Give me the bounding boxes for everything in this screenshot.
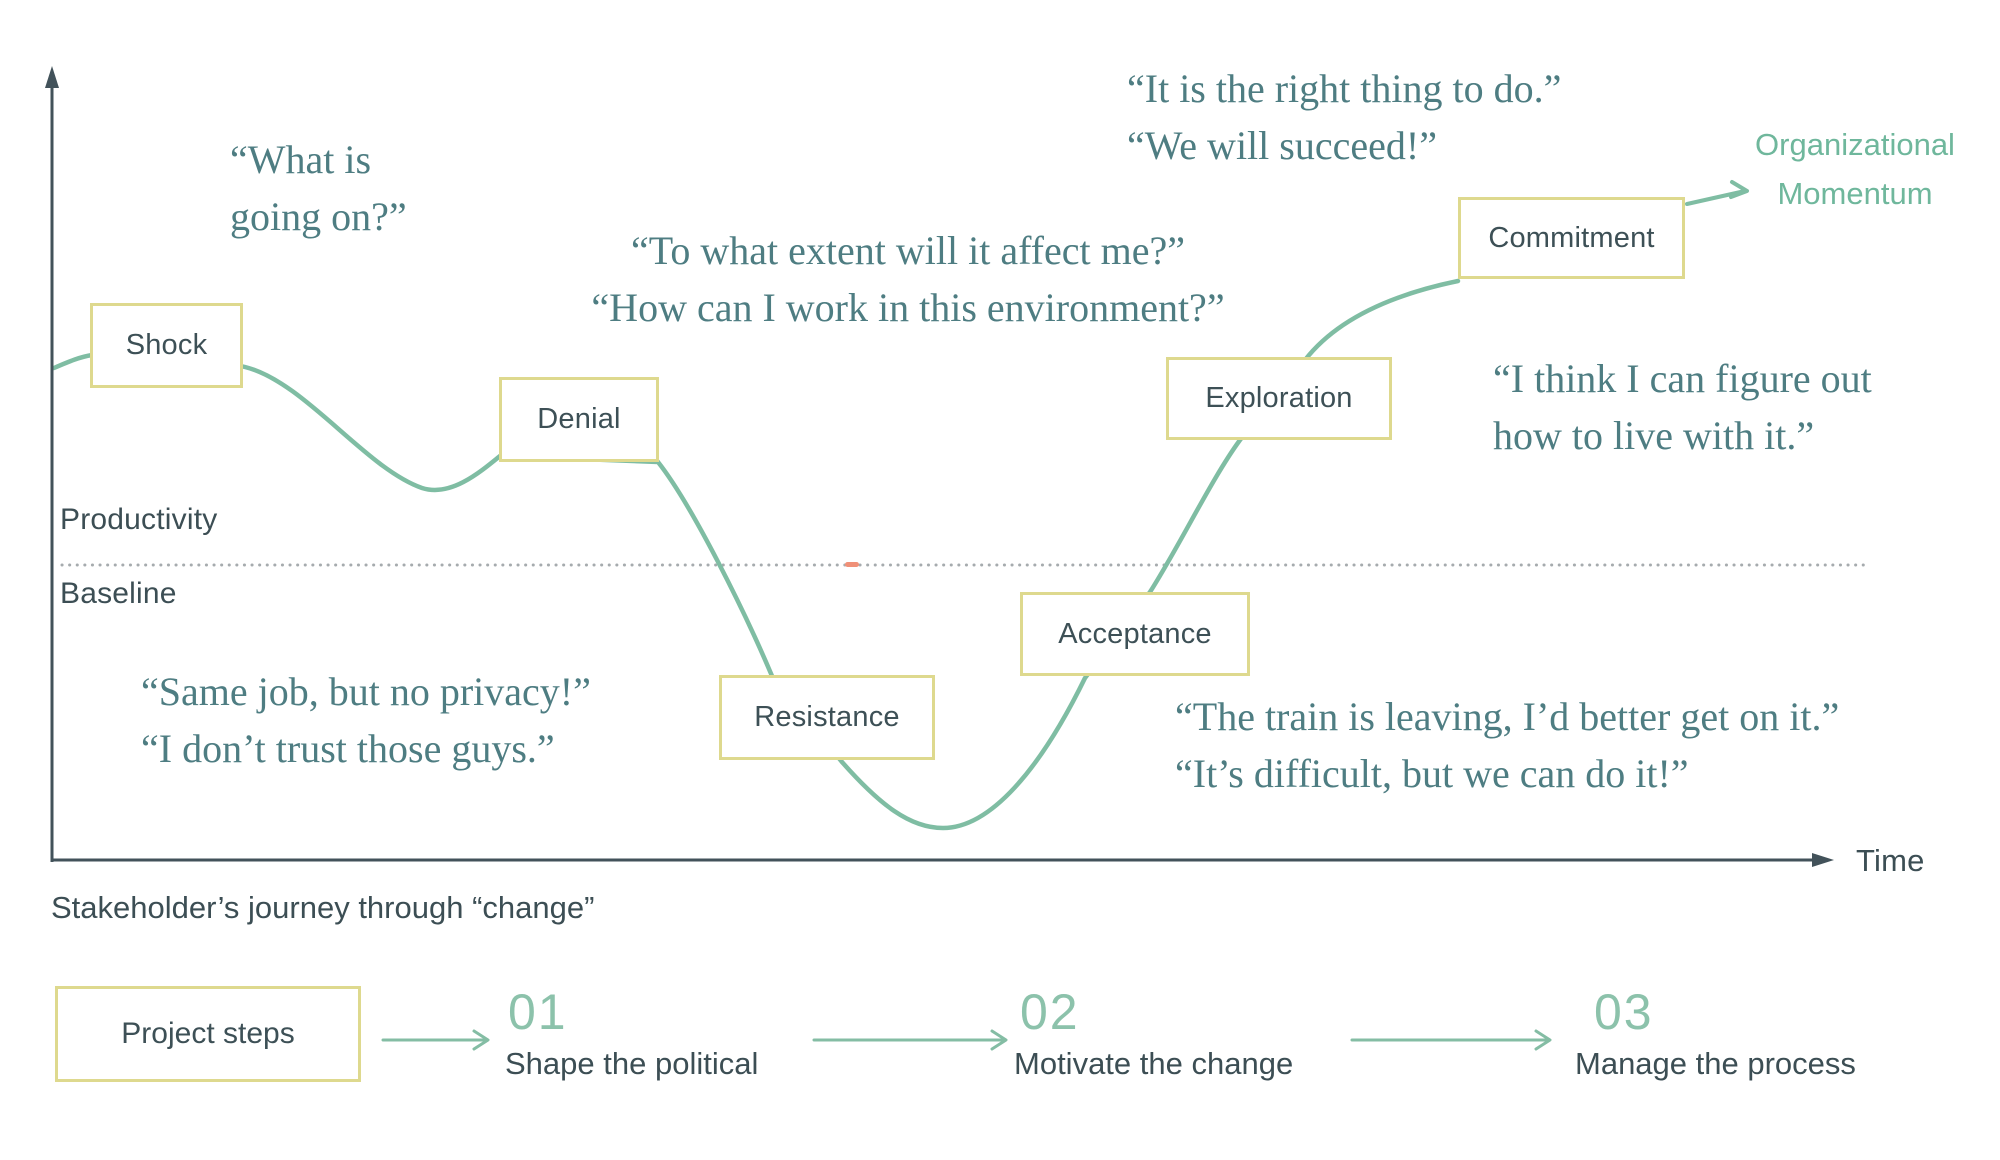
- quote-exploration: “I think I can figure out how to live wi…: [1493, 350, 1872, 464]
- quote-line: “What is: [230, 137, 372, 182]
- quote-line: “It is the right thing to do.”: [1127, 66, 1562, 111]
- stage-label-exploration: Exploration: [1205, 382, 1353, 414]
- step-number-1: 01: [508, 984, 568, 1040]
- step-arrow-3: [1350, 1029, 1552, 1051]
- momentum-line-2: Momentum: [1777, 176, 1933, 211]
- stage-box-shock: Shock: [90, 303, 243, 388]
- stage-box-exploration: Exploration: [1166, 357, 1392, 440]
- quote-line: “I think I can figure out: [1493, 356, 1872, 401]
- time-axis-label: Time: [1856, 843, 1925, 878]
- step-label-2: Motivate the change: [1014, 1046, 1294, 1081]
- quote-line: going on?”: [230, 194, 407, 239]
- quote-line: “The train is leaving, I’d better get on…: [1175, 694, 1840, 739]
- baseline-marker: [845, 562, 859, 567]
- y-axis-arrowhead: [45, 66, 59, 88]
- momentum-arrow: [1685, 180, 1749, 206]
- quote-line: “I don’t trust those guys.”: [141, 726, 555, 771]
- quote-acceptance: “The train is leaving, I’d better get on…: [1175, 688, 1839, 802]
- step-number-3: 03: [1594, 984, 1654, 1040]
- step-label-3: Manage the process: [1575, 1046, 1856, 1081]
- stage-label-resistance: Resistance: [754, 701, 900, 733]
- quote-line: “Same job, but no privacy!”: [141, 669, 591, 714]
- project-steps-label: Project steps: [121, 1017, 295, 1050]
- stage-label-acceptance: Acceptance: [1058, 617, 1212, 650]
- stage-label-commitment: Commitment: [1488, 221, 1655, 254]
- quote-line: “It’s difficult, but we can do it!”: [1175, 751, 1689, 796]
- stage-label-shock: Shock: [125, 329, 208, 361]
- stage-box-denial: Denial: [499, 377, 659, 462]
- step-number-2: 02: [1020, 984, 1080, 1040]
- stage-box-acceptance: Acceptance: [1020, 592, 1250, 676]
- momentum-line-1: Organizational: [1755, 127, 1955, 162]
- quote-line: “To what extent will it affect me?”: [630, 228, 1185, 273]
- baseline-label: Baseline: [60, 577, 177, 610]
- organizational-momentum-label: Organizational Momentum: [1735, 120, 1975, 218]
- quote-shock: “What is going on?”: [230, 131, 407, 245]
- quote-line: “We will succeed!”: [1127, 123, 1437, 168]
- x-axis-arrowhead: [1812, 853, 1834, 867]
- project-steps-box: Project steps: [55, 986, 361, 1082]
- step-arrow-1: [381, 1029, 490, 1051]
- step-arrow-2: [812, 1029, 1008, 1051]
- quote-line: “How can I work in this environment?”: [591, 285, 1225, 330]
- stage-box-commitment: Commitment: [1458, 197, 1685, 279]
- quote-commitment: “It is the right thing to do.” “We will …: [1127, 60, 1561, 174]
- diagram-caption: Stakeholder’s journey through “change”: [51, 890, 595, 925]
- stage-box-resistance: Resistance: [719, 675, 935, 760]
- stage-label-denial: Denial: [537, 403, 621, 435]
- quote-line: how to live with it.”: [1493, 413, 1815, 458]
- quote-resistance: “Same job, but no privacy!” “I don’t tru…: [141, 663, 591, 777]
- productivity-label: Productivity: [60, 503, 218, 536]
- step-label-1: Shape the political: [505, 1046, 759, 1081]
- quote-denial: “To what extent will it affect me?” “How…: [555, 222, 1261, 336]
